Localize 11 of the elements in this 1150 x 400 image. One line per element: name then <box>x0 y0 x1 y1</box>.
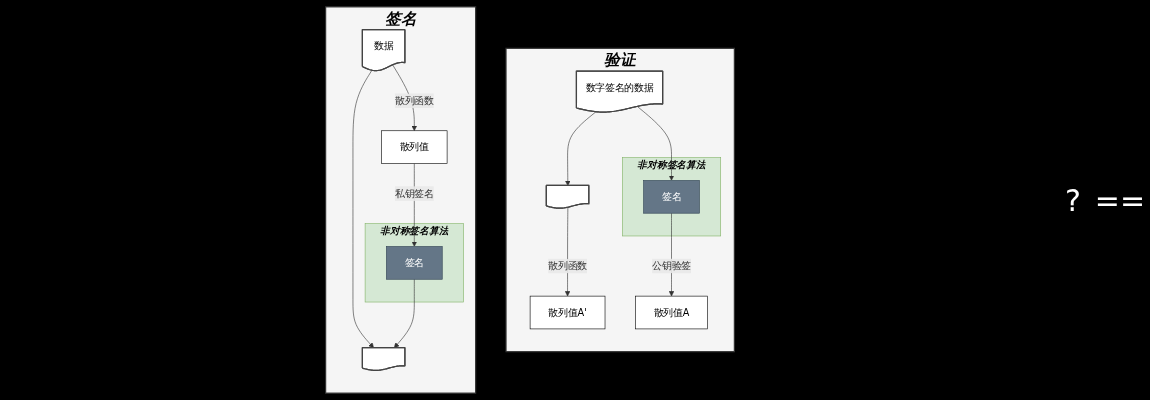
node-box: 签名 <box>643 180 700 214</box>
edge-label: 散列函数 <box>394 94 434 107</box>
comparison-sign: ? <box>1064 182 1081 218</box>
edge-label: 私钥签名 <box>394 187 434 200</box>
comparison-sign: == <box>1094 182 1146 218</box>
node-box: 散列值A <box>635 295 708 330</box>
node-box: 签名 <box>386 246 443 280</box>
node-box: 散列值A' <box>529 295 606 330</box>
node-box: 散列值 <box>381 130 448 164</box>
edge-label: 公钥验签 <box>652 259 691 272</box>
edge-label: 散列函数 <box>548 259 587 272</box>
